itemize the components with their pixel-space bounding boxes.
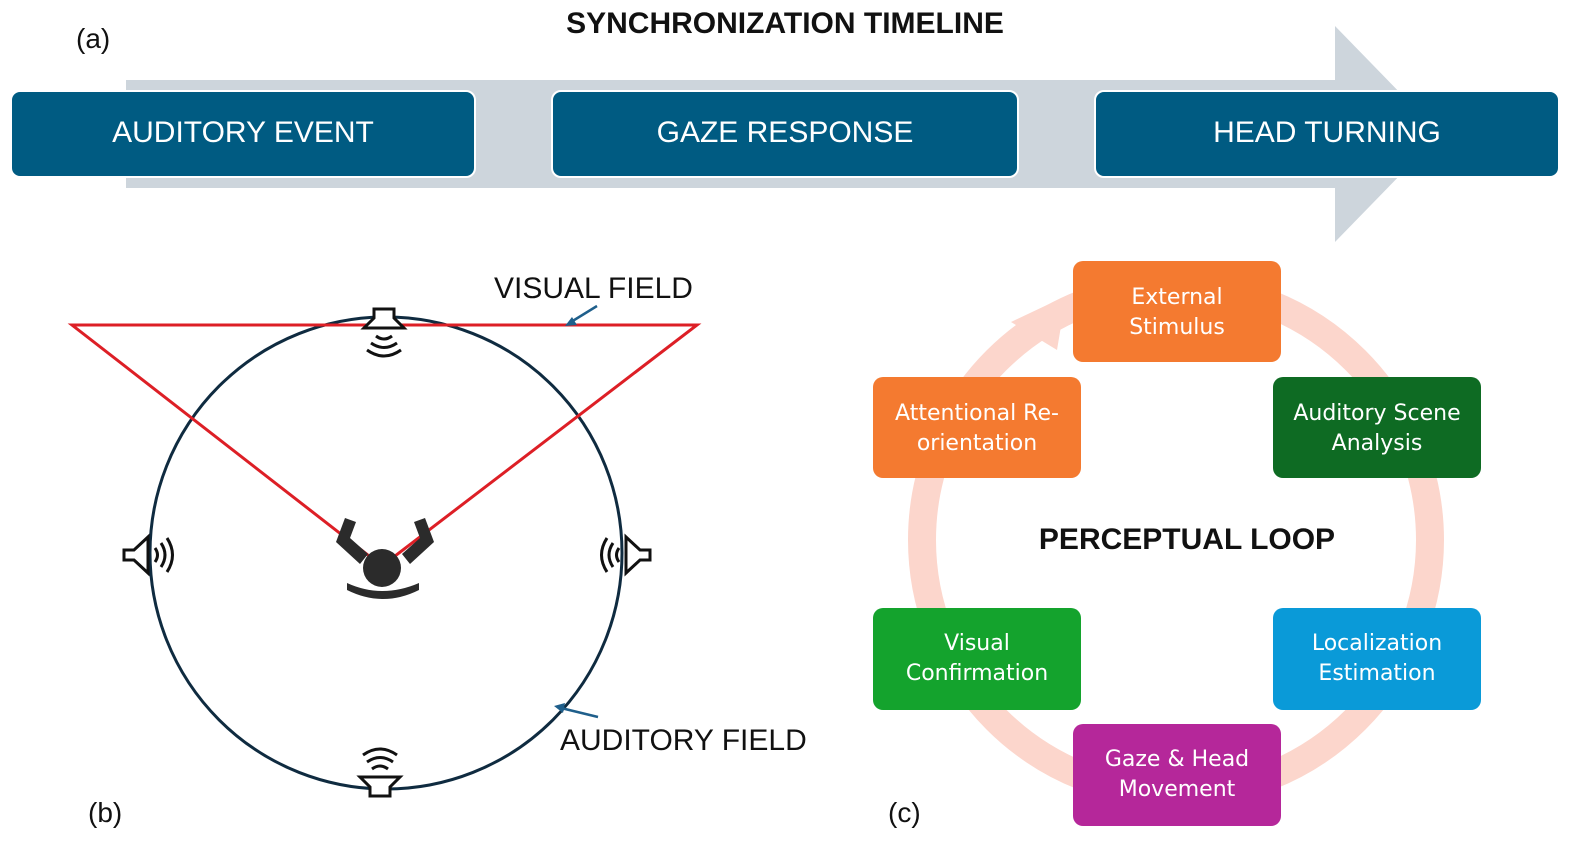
speaker-left-icon — [122, 533, 174, 577]
visual-field-label: VISUAL FIELD — [494, 272, 693, 305]
loop-node-visual-confirmation-line2: Confirmation — [906, 661, 1048, 686]
loop-node-localization-estimation-line1: Localization — [1312, 631, 1442, 656]
loop-node-localization-estimation: Localization Estimation — [1273, 608, 1481, 710]
loop-node-auditory-scene-analysis-line2: Analysis — [1332, 431, 1423, 456]
loop-arrowhead-icon — [1011, 296, 1066, 350]
loop-node-attentional-reorientation: Attentional Re- orientation — [873, 377, 1081, 478]
panel-a-label: (a) — [76, 23, 110, 54]
loop-node-external-stimulus-line1: External — [1131, 285, 1222, 310]
loop-title: PERCEPTUAL LOOP — [1039, 523, 1335, 556]
loop-node-auditory-scene-analysis: Auditory Scene Analysis — [1273, 377, 1481, 478]
speaker-top-icon — [360, 307, 408, 358]
loop-node-attentional-reorientation-line2: orientation — [917, 431, 1037, 456]
loop-node-attentional-reorientation-line1: Attentional Re- — [895, 401, 1059, 426]
loop-node-visual-confirmation: Visual Confirmation — [873, 608, 1081, 710]
timeline-step-2: GAZE RESPONSE — [551, 90, 1019, 178]
loop-node-localization-estimation-line2: Estimation — [1318, 661, 1435, 686]
timeline-step-1-label: AUDITORY EVENT — [112, 116, 374, 149]
timeline-step-1: AUDITORY EVENT — [10, 90, 476, 178]
timeline-step-3-label: HEAD TURNING — [1213, 116, 1441, 149]
loop-node-gaze-head-movement-line1: Gaze & Head — [1105, 747, 1249, 772]
panel-c-label: (c) — [888, 797, 921, 828]
visual-field-triangle — [67, 323, 702, 568]
speaker-bottom-icon — [356, 747, 404, 798]
loop-node-gaze-head-movement-line2: Movement — [1119, 777, 1236, 802]
timeline-title: SYNCHRONIZATION TIMELINE — [566, 7, 1004, 40]
panel-b-label: (b) — [88, 797, 122, 828]
timeline-step-2-label: GAZE RESPONSE — [657, 116, 914, 149]
speaker-right-icon — [600, 533, 652, 577]
listener-icon — [336, 518, 434, 599]
visual-field-pointer-icon — [565, 304, 598, 326]
loop-node-auditory-scene-analysis-line1: Auditory Scene — [1293, 401, 1460, 426]
auditory-field-pointer-icon — [554, 703, 599, 719]
timeline-step-3: HEAD TURNING — [1094, 90, 1560, 178]
loop-node-visual-confirmation-line1: Visual — [944, 631, 1010, 656]
loop-node-external-stimulus-line2: Stimulus — [1129, 315, 1225, 340]
loop-node-external-stimulus: External Stimulus — [1073, 261, 1281, 362]
loop-node-gaze-head-movement: Gaze & Head Movement — [1073, 724, 1281, 826]
auditory-field-label: AUDITORY FIELD — [560, 724, 807, 757]
